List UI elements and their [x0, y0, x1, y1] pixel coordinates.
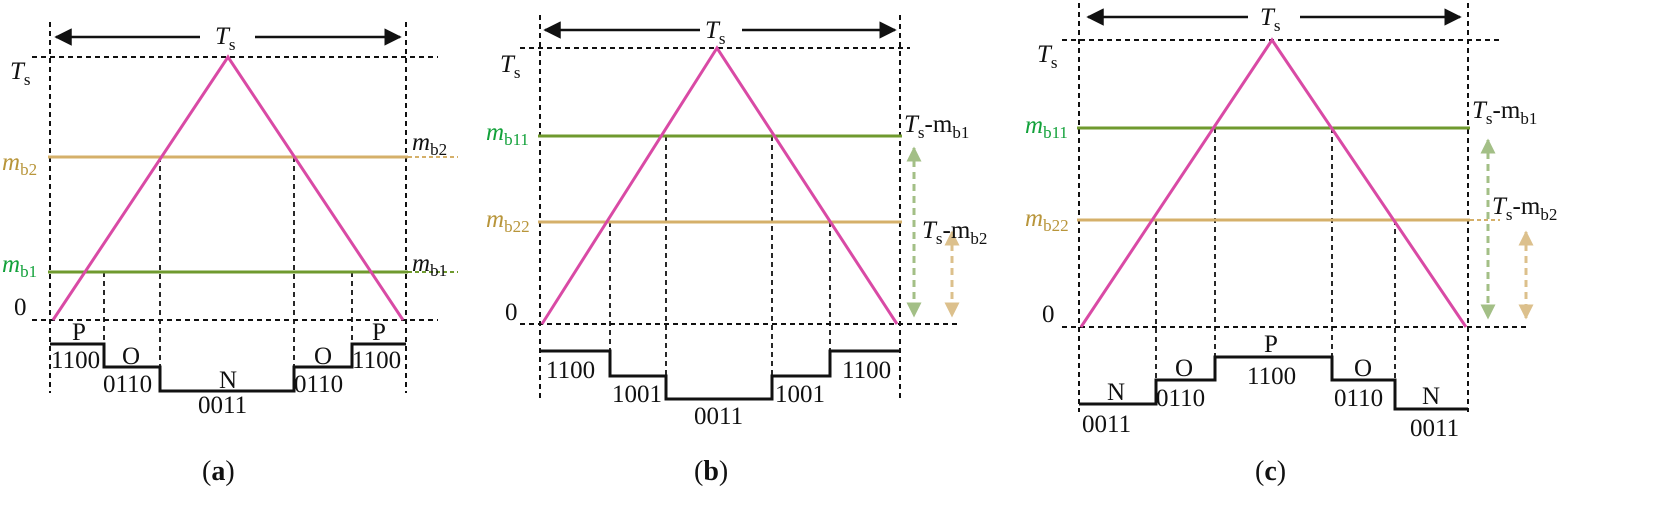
state-letter: P [372, 319, 386, 346]
y-top-label: Ts [10, 58, 31, 89]
period-label: Ts [1260, 4, 1281, 35]
state-letter: N [219, 367, 237, 394]
switching-waveform [540, 349, 900, 401]
level-label-mb22: mb22 [486, 206, 530, 236]
right-label-mb1: mb1 [412, 250, 447, 280]
level-label-mb1: mb1 [2, 251, 37, 281]
right-label-ts-mb2: Ts-mb2 [1492, 193, 1557, 224]
state-code: 1100 [352, 347, 401, 374]
panel-caption: (c) [1255, 456, 1286, 487]
triangle-carrier [51, 54, 405, 321]
period-label: Ts [215, 23, 236, 54]
state-code: 0110 [1334, 385, 1383, 412]
state-letter: O [1175, 355, 1193, 382]
zero-label: 0 [14, 294, 27, 321]
panel-caption: (a) [202, 456, 235, 487]
state-letter: O [1354, 355, 1372, 382]
state-letter: O [314, 343, 332, 370]
state-code: 0011 [694, 403, 743, 430]
level-label-mb22: mb22 [1025, 205, 1069, 235]
right-label-ts-mb1: Ts-mb1 [1472, 97, 1537, 128]
state-code: 1100 [51, 347, 100, 374]
state-code: 1100 [1247, 363, 1296, 390]
state-code: 0011 [1410, 415, 1459, 442]
triangle-carrier [1079, 37, 1468, 328]
panel-caption: (b) [694, 456, 728, 487]
state-code: 0011 [1082, 411, 1131, 438]
state-code: 0011 [198, 392, 247, 419]
level-label-mb2: mb2 [2, 149, 37, 179]
state-letter: P [1264, 331, 1278, 358]
state-code: 1001 [775, 381, 825, 408]
state-code: 1100 [842, 357, 891, 384]
panel-b: Ts Ts mb11 mb22 0 Ts-mb1 Ts-mb2 1100 100… [486, 15, 987, 487]
state-code: 1100 [546, 357, 595, 384]
state-letter: O [122, 343, 140, 370]
state-letter: P [72, 319, 86, 346]
level-label-mb11: mb11 [1025, 112, 1068, 142]
y-top-label: Ts [1037, 41, 1058, 72]
state-code: 0110 [103, 371, 152, 398]
right-label-ts-mb1: Ts-mb1 [904, 111, 969, 142]
level-label-mb11: mb11 [486, 119, 529, 149]
state-letter: N [1422, 383, 1440, 410]
switching-waveform [50, 342, 406, 393]
zero-label: 0 [1042, 301, 1055, 328]
y-top-label: Ts [500, 51, 521, 82]
zero-label: 0 [505, 299, 518, 326]
state-code: 0110 [1156, 385, 1205, 412]
state-letter: N [1107, 379, 1125, 406]
state-code: 1001 [612, 381, 662, 408]
state-code: 0110 [294, 371, 343, 398]
panel-c: Ts Ts mb11 mb22 0 Ts-mb1 Ts-mb2 N O P O … [1025, 3, 1557, 487]
panel-a: Ts Ts mb2 mb1 0 mb2 mb1 P O N O P [2, 22, 458, 487]
right-label-mb2: mb2 [412, 129, 447, 159]
triangle-carrier [540, 45, 899, 325]
span-label-ts-mb2: Ts-mb2 [922, 217, 987, 248]
period-label: Ts [705, 17, 726, 48]
switching-waveform [1079, 355, 1468, 411]
